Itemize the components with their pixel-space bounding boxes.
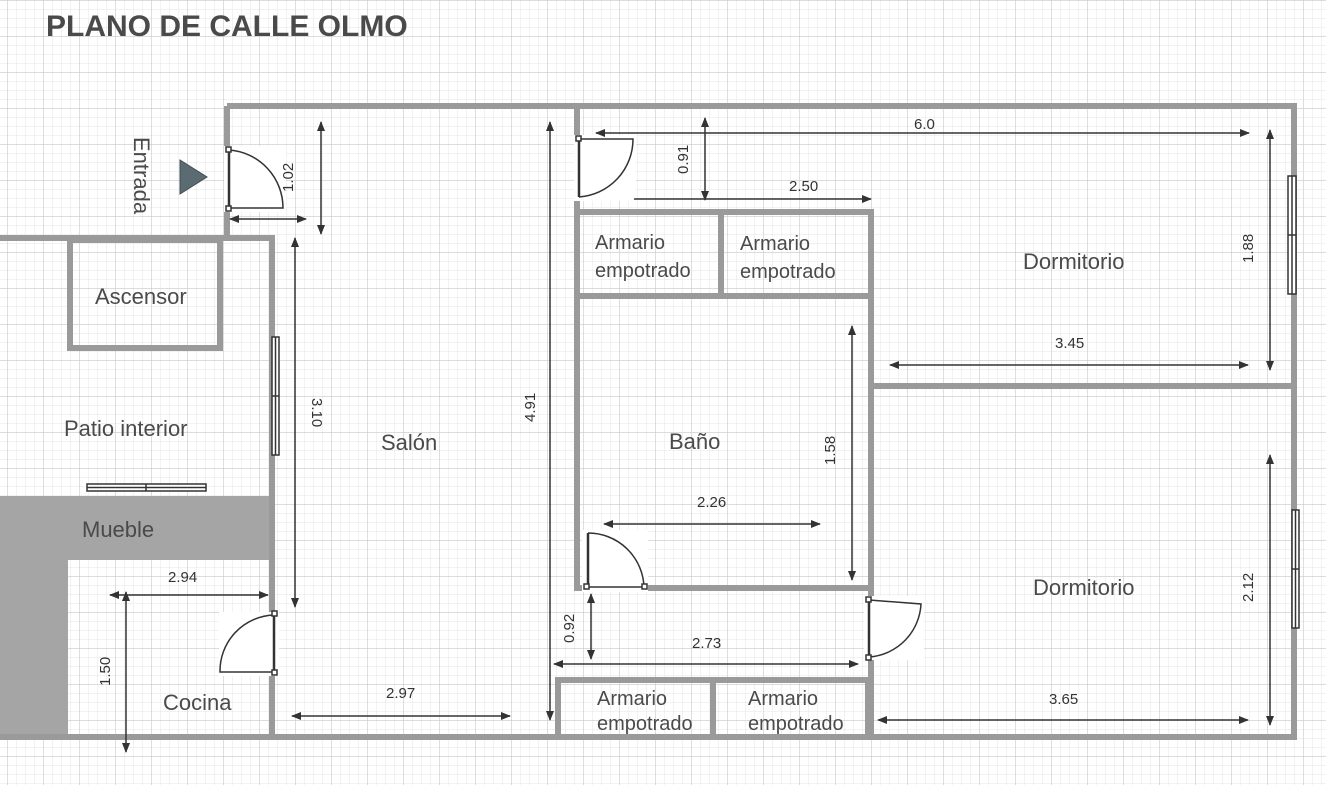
svg-text:empotrado: empotrado [748, 713, 844, 735]
svg-text:empotrado: empotrado [597, 713, 693, 735]
dim-entry-door: 1.02 [280, 163, 297, 192]
closet-bottom-right: Armario empotrado [748, 688, 844, 735]
door-hall [574, 135, 636, 201]
window-bedroom-bottom [1291, 509, 1300, 629]
dim-bottom-hall: 2.73 [692, 635, 721, 652]
closet-top-right: Armario empotrado [740, 233, 836, 283]
svg-text:empotrado: empotrado [595, 260, 691, 282]
windows [86, 175, 1300, 629]
door-kitchen [219, 610, 279, 676]
walls [0, 103, 1297, 740]
svg-text:Armario: Armario [748, 688, 818, 710]
dim-bedroom-bottom-height: 2.12 [1240, 573, 1257, 602]
room-label-furniture: Mueble [82, 517, 154, 542]
furniture-block [0, 496, 272, 734]
dim-kitchen-height: 1.50 [97, 657, 114, 686]
dim-bedroom-top-height: 1.88 [1240, 234, 1257, 263]
door-bedroom-bottom [864, 596, 924, 661]
dim-living-height-mid: 4.91 [522, 393, 539, 422]
dim-bath-width: 2.26 [697, 494, 726, 511]
door-bathroom [582, 530, 648, 592]
door-entrance [224, 146, 286, 212]
dimension-arrows [109, 117, 1274, 753]
window-patio [86, 483, 207, 492]
closet-top-left: Armario empotrado [595, 232, 691, 282]
room-label-kitchen: Cocina [163, 690, 232, 715]
dim-bath-door-gap: 0.92 [561, 614, 578, 643]
dim-bedroom-top-depth: 3.45 [1055, 335, 1084, 352]
room-label-elevator: Ascensor [95, 284, 187, 309]
room-label-bedroom-bottom: Dormitorio [1033, 575, 1134, 600]
svg-text:empotrado: empotrado [740, 261, 836, 283]
svg-text:Armario: Armario [740, 233, 810, 255]
dim-bedroom-bottom-width: 3.65 [1049, 691, 1078, 708]
doors [219, 135, 924, 676]
room-label-bedroom-top: Dormitorio [1023, 249, 1124, 274]
entrance-arrow-icon [179, 159, 208, 195]
room-label-living: Salón [381, 430, 437, 455]
dim-living-height-left: 3.10 [308, 398, 325, 427]
dim-bedroom-top-width: 6.0 [914, 116, 935, 133]
window-bedroom-top [1287, 175, 1297, 295]
room-label-patio: Patio interior [64, 416, 188, 441]
entrance-label: Entrada [129, 137, 154, 215]
dim-living-width: 2.97 [386, 685, 415, 702]
dim-hall-width: 2.50 [789, 178, 818, 195]
room-label-bathroom: Baño [669, 429, 720, 454]
window-living [271, 336, 280, 456]
svg-text:Armario: Armario [597, 688, 667, 710]
dim-bath-height: 1.58 [822, 436, 839, 465]
svg-text:Armario: Armario [595, 232, 665, 254]
dim-kitchen-width: 2.94 [168, 569, 197, 586]
dim-hall-top: 0.91 [675, 145, 692, 174]
page-title: PLANO DE CALLE OLMO [46, 10, 408, 43]
closet-bottom-left: Armario empotrado [597, 688, 693, 735]
